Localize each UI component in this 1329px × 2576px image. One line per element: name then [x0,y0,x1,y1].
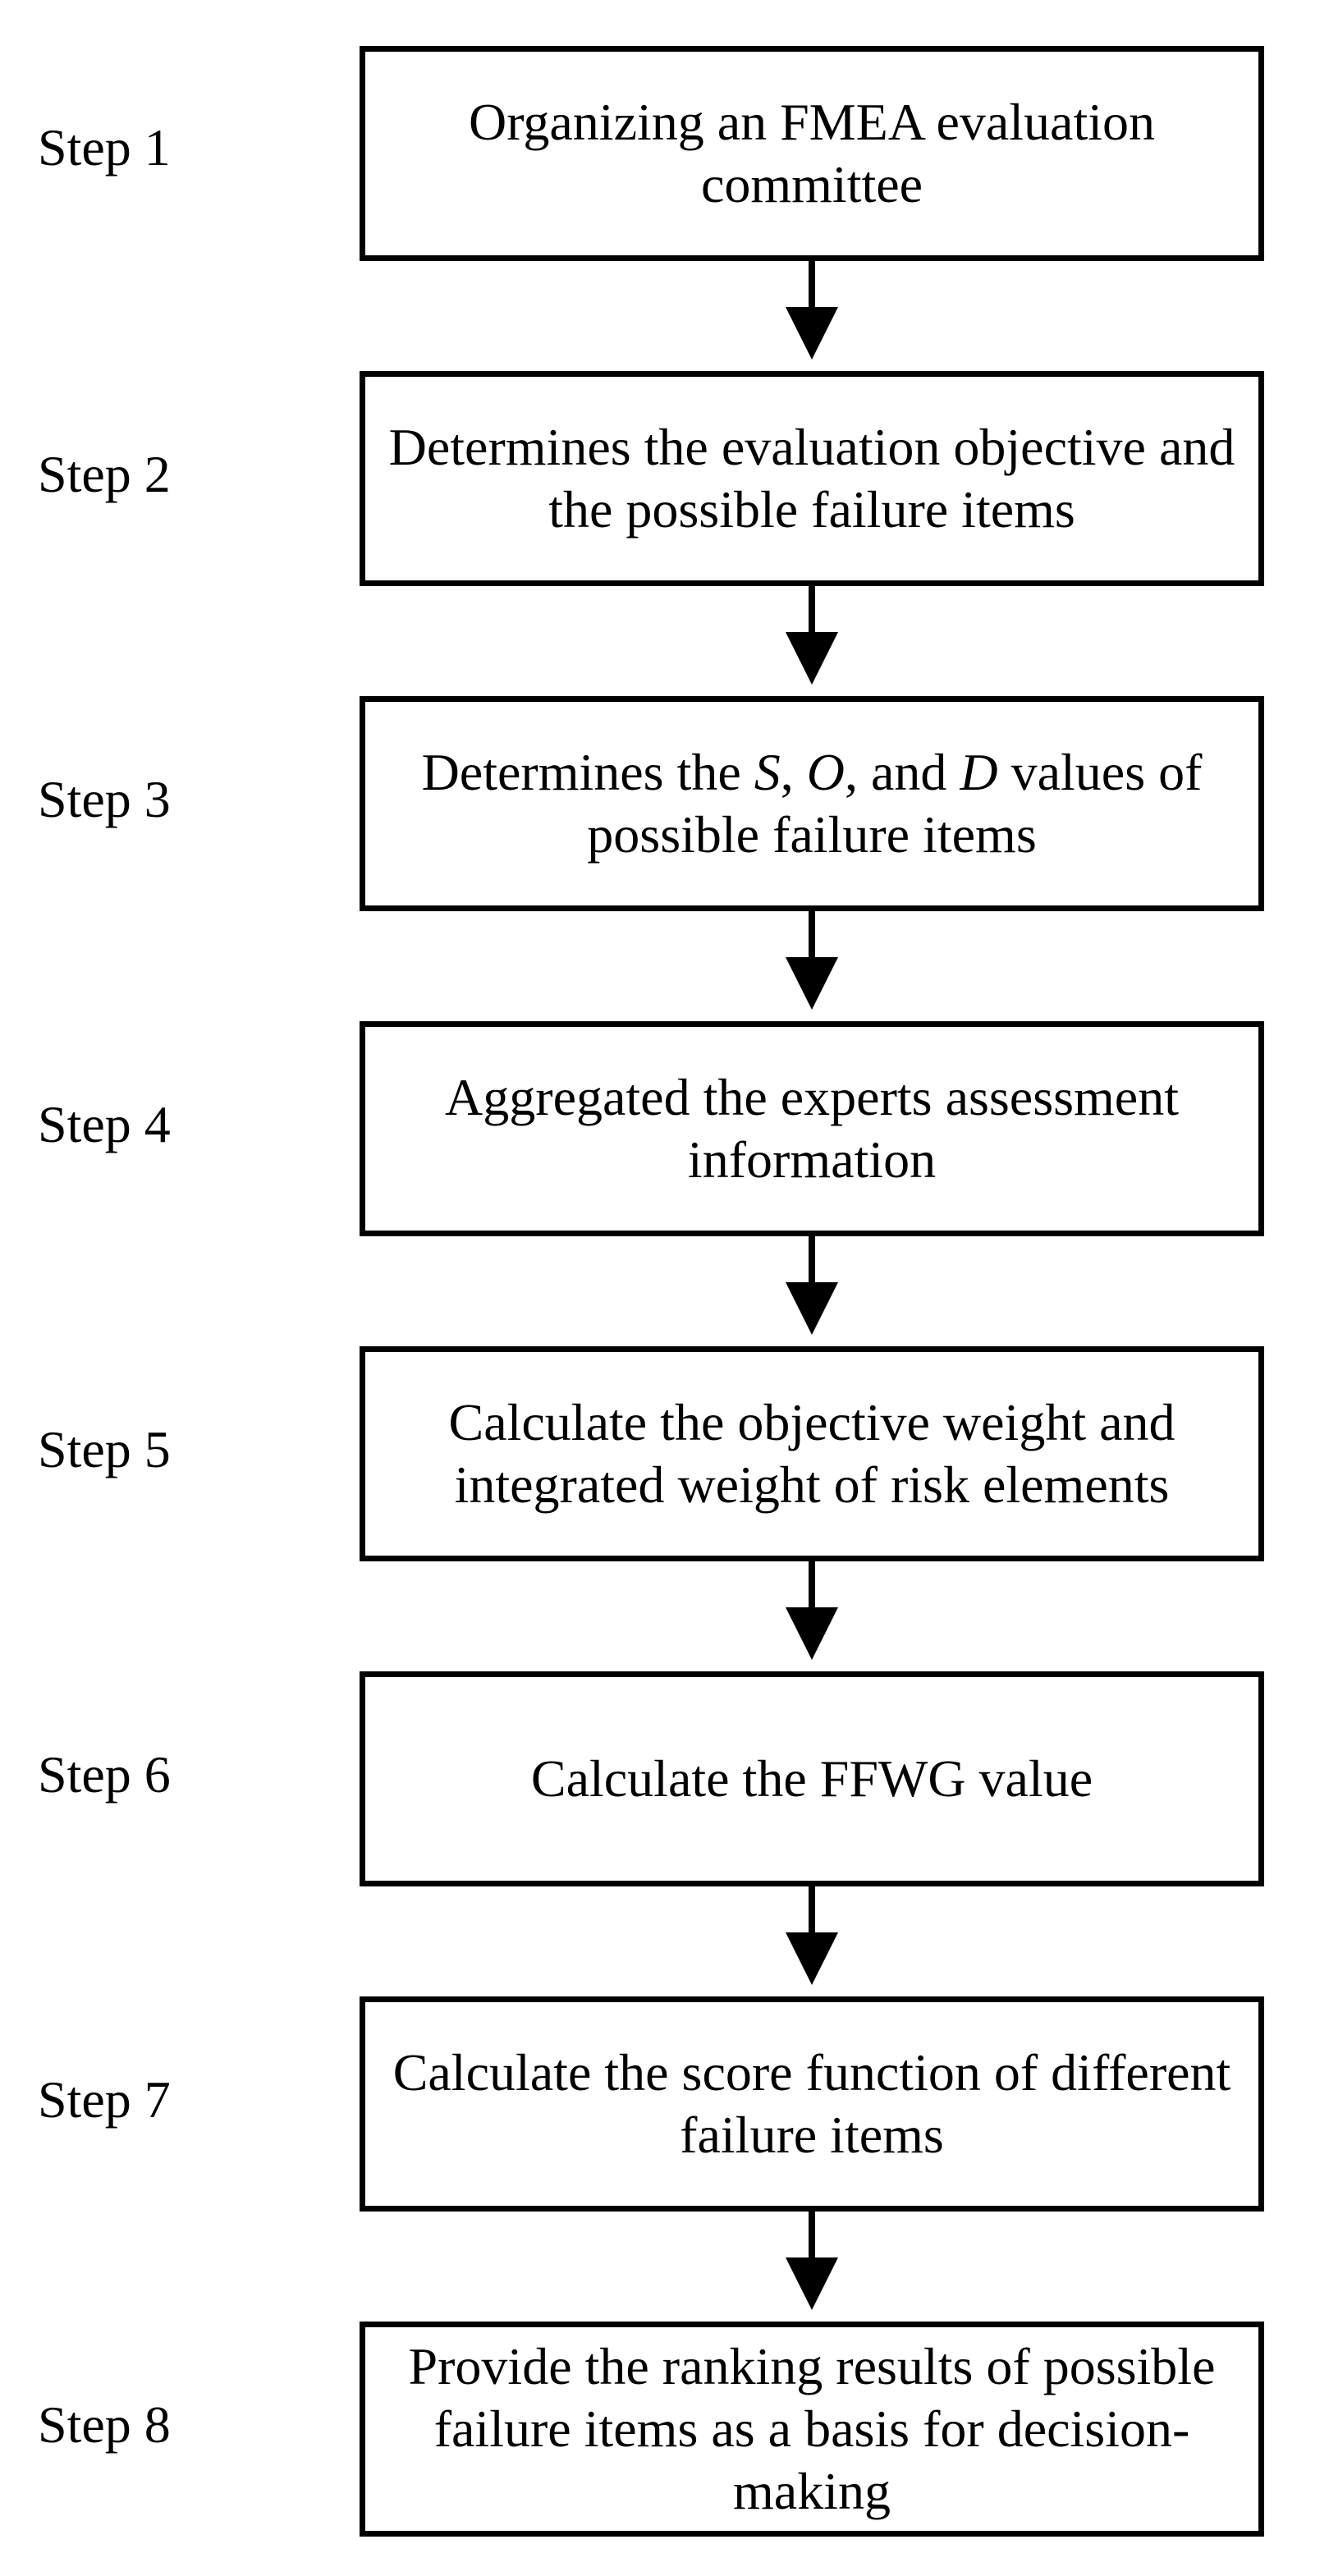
step-box-7: Calculate the score function of differen… [360,1996,1264,2212]
step-label-2: Step 2 [38,445,171,503]
step-text-7: Calculate the score function of differen… [392,2043,1231,2164]
step-box-4: Aggregated the experts assessment inform… [360,1021,1264,1236]
connector-line-7 [809,2212,815,2257]
arrow-down-icon [786,957,838,1010]
connector-line-5 [809,1561,815,1607]
arrow-down-icon [786,1607,838,1660]
connector-line-2 [809,586,815,632]
step-text-8: Provide the ranking results of possible … [408,2337,1216,2520]
step-label-3: Step 3 [38,770,171,828]
connector-line-6 [809,1886,815,1932]
step-text-5: Calculate the objective weight and integ… [448,1393,1175,1514]
step-3-text-start: Determines the [421,743,754,801]
step-label-4: Step 4 [38,1095,171,1153]
step-box-3: Determines the S, O, and D values of pos… [360,696,1264,911]
o-symbol: O [806,743,845,801]
step-text-1: Organizing an FMEA evaluation committee [469,93,1155,213]
s-symbol: S [754,743,781,801]
step-box-5: Calculate the objective weight and integ… [360,1346,1264,1561]
connector-line-3 [809,911,815,957]
step-3-text-and: , and [844,743,960,801]
step-box-8: Provide the ranking results of possible … [360,2322,1264,2537]
step-box-6: Calculate the FFWG value [360,1671,1264,1886]
step-text-2: Determines the evaluation objective and … [388,418,1235,539]
step-label-5: Step 5 [38,1420,171,1478]
step-label-7: Step 7 [38,2070,171,2129]
step-label-8: Step 8 [38,2395,171,2454]
d-symbol: D [960,743,998,801]
step-text-4: Aggregated the experts assessment inform… [445,1068,1179,1189]
step-text-6: Calculate the FFWG value [530,1749,1093,1808]
arrow-down-icon [786,2257,838,2310]
arrow-down-icon [786,307,838,360]
step-label-6: Step 6 [38,1745,171,1804]
step-box-1: Organizing an FMEA evaluation committee [360,46,1264,261]
arrow-down-icon [786,632,838,685]
step-box-2: Determines the evaluation objective and … [360,371,1264,586]
arrow-down-icon [786,1282,838,1335]
step-label-1: Step 1 [38,118,171,176]
step-text-3: Determines the S, O, and D values of pos… [365,741,1258,866]
step-3-text-comma: , [780,743,807,801]
connector-line-4 [809,1236,815,1282]
connector-line-1 [809,261,815,307]
arrow-down-icon [786,1932,838,1985]
step-3-text-end: values of possible failure items [587,743,1203,864]
